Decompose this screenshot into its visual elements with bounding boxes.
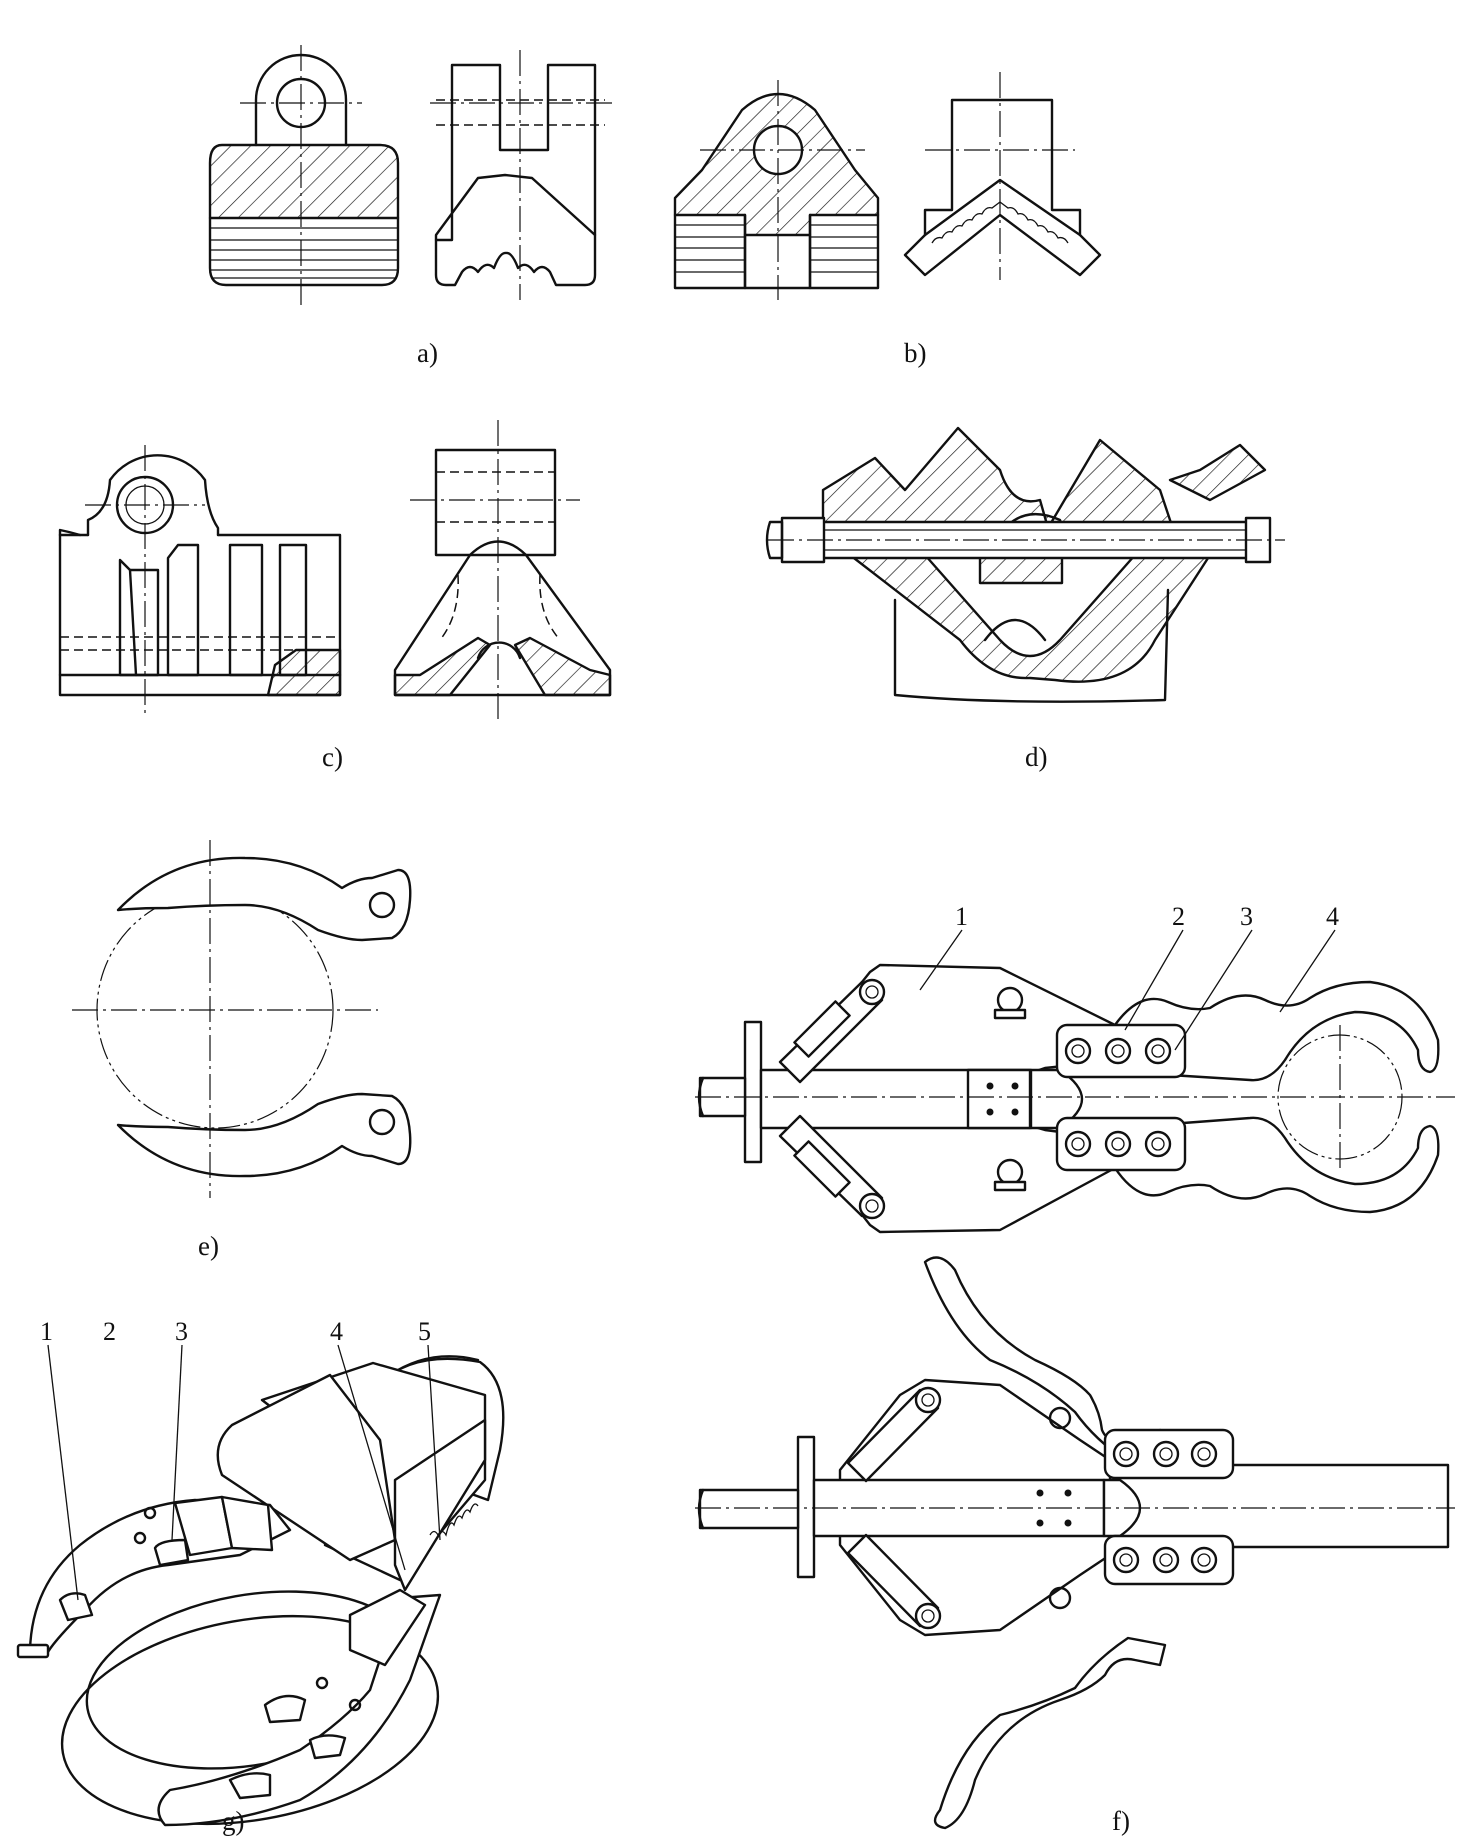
part-number-f-1: 1 [955,902,968,931]
part-number-g-4: 4 [330,1317,343,1346]
pivot-pins [993,986,1027,1192]
part-number-g-3: 3 [175,1317,188,1346]
link-upper-2 [846,1386,942,1483]
spring-5 [429,1503,479,1537]
part-number-g-2: 2 [103,1317,116,1346]
leader-lines-f [919,929,1336,1051]
figure-a: a) [208,45,612,368]
caption-g: g) [222,1806,245,1836]
figure-c-front-view [58,445,342,715]
caption-d: d) [1025,742,1048,772]
figure-g: 1 2 3 4 5 g) [16,1317,505,1836]
v-jaw-lower [848,553,1212,683]
part-number-f-3: 3 [1240,902,1253,931]
link-lower [778,1114,886,1220]
figure-a-front-view [208,45,400,305]
figure-a-side-view [430,50,612,300]
caption-b: b) [904,338,927,368]
link-upper [778,978,886,1084]
finger-upper [16,1495,292,1659]
figure-d: d) [765,426,1285,772]
figure-e: e) [72,840,412,1261]
figure-f-upper: 1 2 3 4 [695,902,1455,1234]
caption-e: e) [198,1231,219,1261]
workpiece-ellipse [60,1590,440,1826]
part-number-f-2: 2 [1172,902,1185,931]
gripper-housing [216,1355,505,1592]
lower-jaw [116,1092,412,1178]
figure-b-front-view [673,80,880,300]
part-number-f-4: 4 [1326,902,1339,931]
link-lower-2 [846,1533,942,1630]
caption-c: c) [322,742,343,772]
part-number-g-5: 5 [418,1317,431,1346]
caption-a: a) [417,338,438,368]
finger-lower-curved [933,1636,1167,1830]
screw-block-lower-2 [1103,1534,1235,1586]
figure-c-side-view [393,420,612,720]
flange [743,1020,763,1164]
upper-jaw [116,856,412,942]
figure-b-side-view [903,72,1102,280]
part-number-g-1: 1 [40,1317,53,1346]
finger-4-lower [1113,1116,1440,1214]
figure-f-lower: f) [695,1256,1455,1836]
finger-4-upper [1113,980,1440,1082]
leader-lines-g [47,1344,441,1601]
figure-b: b) [673,72,1102,368]
screw-block-lower [1055,1116,1187,1172]
caption-f: f) [1112,1806,1130,1836]
screw-block-upper-2 [1103,1428,1235,1480]
finger-lower [157,1588,442,1827]
screw-block-upper [1055,1023,1187,1079]
figure-c: c) [58,420,612,772]
